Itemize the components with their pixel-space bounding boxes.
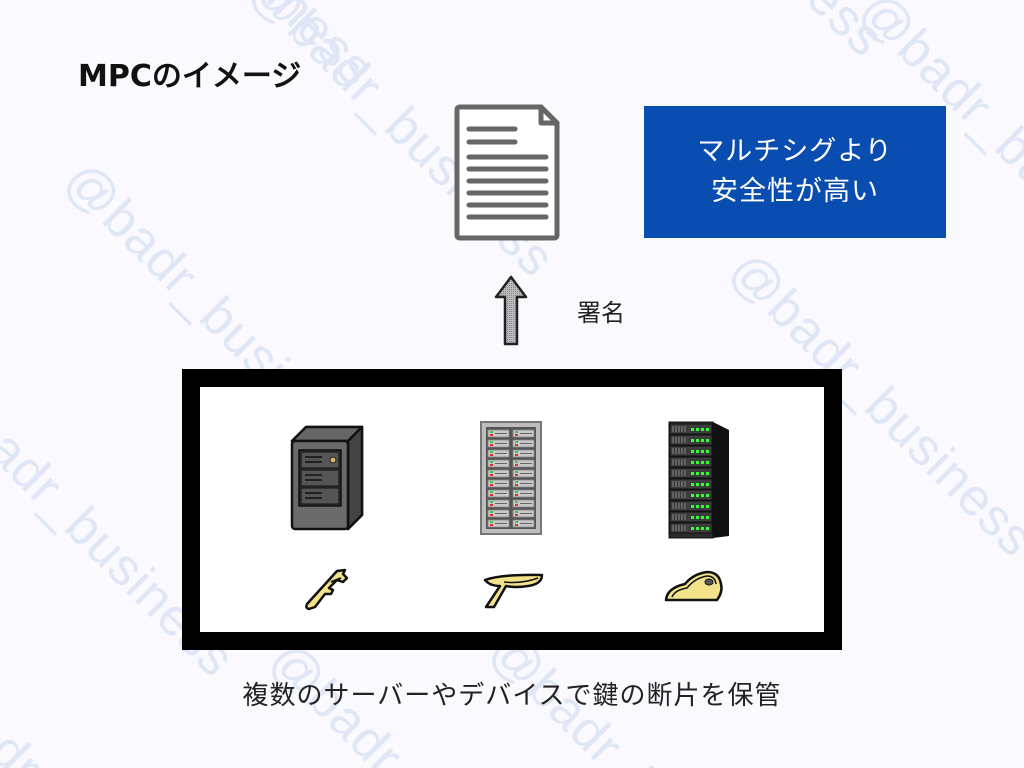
caption: 複数のサーバーやデバイスで鍵の断片を保管 xyxy=(242,681,782,711)
up-arrow-icon xyxy=(494,275,528,346)
document-icon xyxy=(454,104,560,241)
key-fragment-icon-3 xyxy=(664,570,723,602)
callout-line-1: マルチシグより xyxy=(697,136,893,167)
key-fragment-icon-2 xyxy=(483,573,544,609)
tower-server-icon xyxy=(290,425,364,531)
callout-line-2: 安全性が高い xyxy=(711,176,879,207)
blade-server-icon xyxy=(668,421,729,539)
sign-label: 署名 xyxy=(577,299,625,327)
watermark-text: @badr_business xyxy=(568,0,897,69)
key-fragment-icon-1 xyxy=(305,568,349,611)
callout-box: マルチシグより 安全性が高い xyxy=(644,106,946,238)
slide-title: MPCのイメージ xyxy=(78,59,302,94)
rack-server-icon xyxy=(480,421,542,535)
